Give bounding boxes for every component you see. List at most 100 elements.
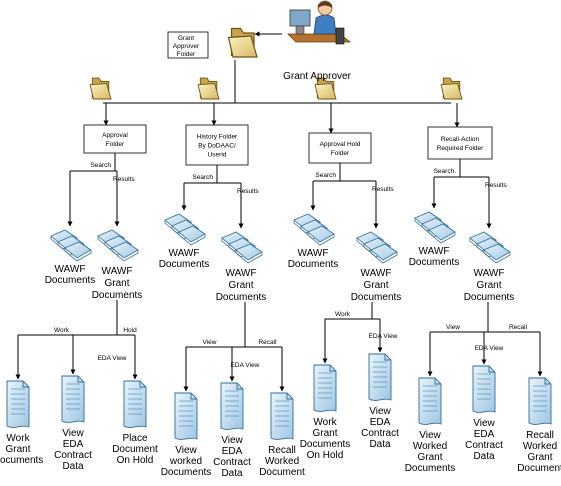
- folder-icon-4: [440, 77, 463, 100]
- grant-approver-folder-callout: [167, 31, 209, 59]
- grant-approver-folder-label: Folder: [177, 51, 196, 58]
- grant-document-label: Data: [221, 468, 243, 479]
- grant-document-label: View: [473, 418, 495, 429]
- grant-document-label: Place: [122, 433, 147, 444]
- grant-document-label: Data: [473, 451, 495, 462]
- folder-box-label: History Folder: [197, 134, 238, 141]
- grant-document-label: View: [369, 406, 391, 417]
- wawf-documents-label: Documents: [159, 259, 210, 270]
- wawf-grant-documents-stack-icon: [469, 231, 511, 264]
- stacked-sheet-edge: [111, 248, 139, 262]
- grant-document-icon: [472, 365, 496, 413]
- grant-document-label: Grant: [527, 452, 552, 463]
- wawf-grant-documents-label: Documents: [216, 292, 267, 303]
- grant-document-label: Contract: [361, 428, 399, 439]
- document-fold: [139, 381, 146, 388]
- wawf-documents-label: WAWF: [419, 246, 450, 257]
- grant-document-label: worked: [169, 456, 202, 467]
- wawf-grant-documents-label: Documents: [92, 290, 143, 301]
- grant-document-label: Documents: [161, 467, 212, 478]
- grant-document-label: Contract: [465, 440, 503, 451]
- grant-document-icon: [174, 392, 198, 440]
- search-label: Search: [315, 172, 336, 179]
- grant-document-label: Worked: [413, 441, 447, 452]
- folder-icon-1: [89, 77, 112, 100]
- stacked-sheet-edge: [370, 250, 398, 264]
- grant-document-label: EDA: [63, 439, 84, 450]
- document-fold: [384, 354, 391, 361]
- document-fold: [544, 378, 551, 385]
- folder-front: [227, 35, 258, 58]
- grant-document-label: View: [221, 435, 243, 446]
- grant-document-label: Document: [112, 444, 158, 455]
- grant-document-label: Worked: [265, 456, 299, 467]
- folder-box-label: Approval Hold: [320, 141, 361, 148]
- results-label: Results: [485, 182, 507, 189]
- grant-document-label: View: [62, 428, 84, 439]
- folder-box-label: Recall-Action: [441, 136, 480, 143]
- wawf-grant-documents-stack-icon: [97, 229, 139, 262]
- grant-document-label: Recall: [526, 430, 554, 441]
- folder-box-label: Userid: [208, 152, 227, 159]
- grant-document-label: Documents: [300, 439, 351, 450]
- grant-document-label: Documents: [0, 455, 43, 466]
- grant-document-label: Work: [313, 417, 337, 428]
- grant-document-icon: [6, 380, 30, 428]
- grant-document-icon: [270, 392, 294, 440]
- wawf-documents-stack-icon: [293, 213, 335, 246]
- branch-right-label: Recall: [258, 339, 277, 346]
- grant-document-label: Data: [62, 461, 84, 472]
- grant-document-label: EDA: [370, 417, 391, 428]
- branch-left-label: View: [446, 324, 460, 331]
- grant-document-icon: [528, 377, 552, 425]
- document-fold: [286, 393, 293, 400]
- branch-left-label: Work: [54, 327, 70, 334]
- folder-box-3: [308, 132, 372, 164]
- search-label: Search: [192, 174, 213, 181]
- branch-left-label: Work: [335, 311, 351, 318]
- folder-front: [89, 83, 112, 100]
- wawf-grant-documents-label: Grant: [476, 280, 501, 291]
- folder-box-label: Folder: [331, 150, 350, 157]
- grant-document-label: Contract: [213, 457, 251, 468]
- grant-document-label: On Hold: [307, 450, 344, 461]
- grant-document-icon: [220, 382, 244, 430]
- grant-approver-folder-label: Grant: [178, 35, 194, 42]
- wawf-documents-label: Documents: [45, 275, 96, 286]
- eda-view-label: EDA View: [98, 355, 127, 362]
- grant-approver-folder-icon: [227, 27, 258, 58]
- stacked-sheet-edge: [483, 250, 511, 264]
- folder-box-label: Folder: [106, 141, 125, 148]
- monitor: [289, 9, 311, 27]
- branch-right-label: Recall: [509, 324, 528, 331]
- wawf-documents-label: WAWF: [55, 264, 86, 275]
- wawf-documents-label: WAWF: [298, 248, 329, 259]
- folder-front: [314, 83, 337, 100]
- document-fold: [488, 366, 495, 373]
- grant-approver-icon: [287, 0, 352, 45]
- search-label: Search: [90, 162, 111, 169]
- chair: [335, 27, 345, 45]
- eda-view-label: EDA View: [231, 362, 260, 369]
- folder-front: [197, 83, 220, 100]
- monitor-stand: [295, 25, 305, 35]
- grant-document-label: Grant: [5, 444, 30, 455]
- grant-document-label: Grant: [312, 428, 337, 439]
- grant-document-icon: [61, 375, 85, 423]
- grant-approver-label: Grant Approver: [283, 71, 351, 82]
- results-label: Results: [372, 186, 394, 193]
- grant-document-icon: [123, 380, 147, 428]
- document-fold: [77, 376, 84, 383]
- grant-document-label: Work: [6, 433, 30, 444]
- grant-document-icon: [368, 353, 392, 401]
- grant-document-icon: [313, 364, 337, 412]
- body: [313, 14, 337, 35]
- document-fold: [22, 381, 29, 388]
- eda-view-label: EDA View: [475, 345, 504, 352]
- document-fold: [329, 365, 336, 372]
- folder-front: [440, 83, 463, 100]
- stacked-sheet-edge: [307, 232, 335, 246]
- wawf-documents-stack-icon: [50, 229, 92, 262]
- grant-document-label: Document: [259, 467, 305, 478]
- wawf-grant-documents-stack-icon: [221, 231, 263, 264]
